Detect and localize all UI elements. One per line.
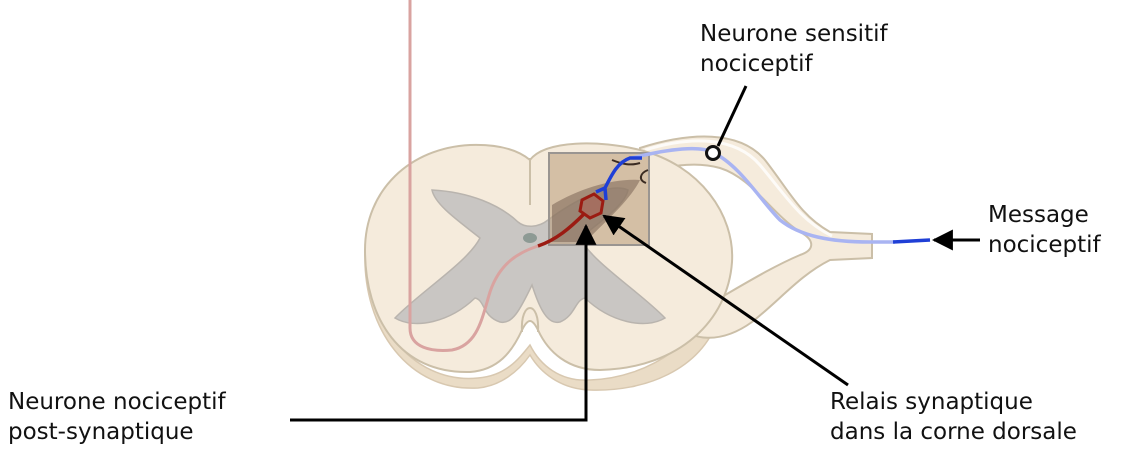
central-canal xyxy=(523,233,537,243)
label-synaptic-relay-line1: Relais synaptique xyxy=(830,387,1077,417)
label-message-line2: nociceptif xyxy=(988,230,1101,260)
label-sensory-neuron-line2: nociceptif xyxy=(700,49,888,79)
label-postsynaptic-neuron-line1: Neurone nociceptif xyxy=(8,387,226,417)
label-postsynaptic-neuron-line2: post-synaptique xyxy=(8,417,226,447)
label-sensory-neuron: Neurone sensitif nociceptif xyxy=(700,19,888,79)
label-message: Message nociceptif xyxy=(988,200,1101,260)
sensory-neuron-body-marker xyxy=(707,147,720,160)
label-postsynaptic-neuron: Neurone nociceptif post-synaptique xyxy=(8,387,226,447)
label-sensory-neuron-line1: Neurone sensitif xyxy=(700,19,888,49)
label-message-line1: Message xyxy=(988,200,1101,230)
label-synaptic-relay: Relais synaptique dans la corne dorsale xyxy=(830,387,1077,447)
pointer-sensory-neuron xyxy=(718,86,746,146)
postsynaptic-neuron-body xyxy=(580,194,603,218)
label-synaptic-relay-line2: dans la corne dorsale xyxy=(830,417,1077,447)
sensory-axon-peripheral xyxy=(893,240,930,242)
